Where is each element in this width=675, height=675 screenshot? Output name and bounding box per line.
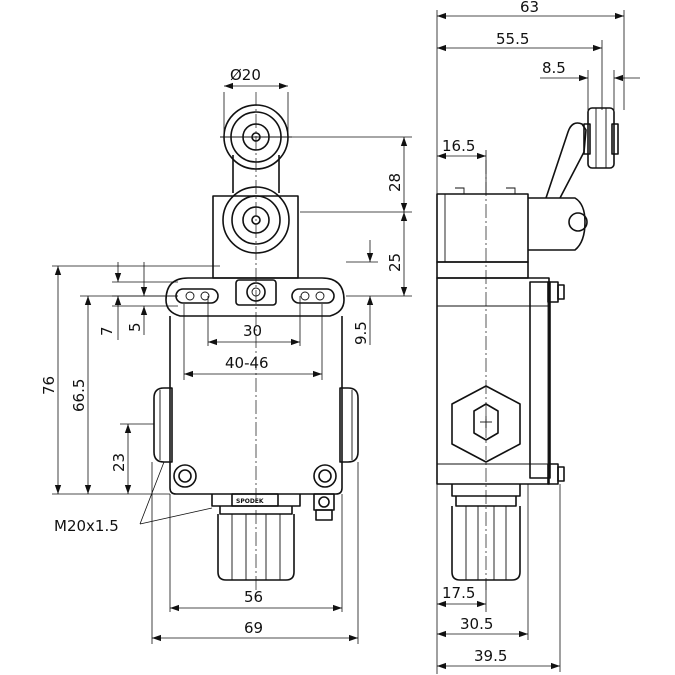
side-hex-gland bbox=[451, 385, 521, 463]
dim-roller-diameter: Ø20 bbox=[230, 66, 261, 84]
side-view bbox=[436, 107, 619, 590]
side-roller bbox=[583, 107, 619, 169]
dim-height-28: 28 bbox=[386, 173, 404, 192]
dim-thread: M20x1.5 bbox=[54, 517, 119, 535]
dim-side-30-5: 30.5 bbox=[460, 615, 493, 633]
dim-side-39-5: 39.5 bbox=[474, 647, 507, 665]
dim-height-5: 5 bbox=[126, 322, 144, 332]
front-dimensions: Ø20 28 25 9.5 7 5 76 66.5 23 bbox=[40, 66, 412, 644]
slot-right bbox=[291, 288, 335, 304]
cover-screw-right bbox=[313, 464, 337, 488]
side-cover bbox=[529, 281, 551, 479]
side-screw-top bbox=[547, 281, 565, 303]
dim-hole-40-46: 40-46 bbox=[225, 354, 269, 372]
slot-left bbox=[175, 288, 219, 304]
side-dimensions: 63 55.5 8.5 16.5 17.5 30.5 39.5 bbox=[436, 0, 640, 674]
side-gland-right bbox=[339, 387, 359, 463]
dim-height-7: 7 bbox=[98, 326, 116, 336]
side-lever bbox=[528, 197, 586, 251]
dim-width-16-5: 16.5 bbox=[442, 137, 475, 155]
lever-arm bbox=[232, 155, 280, 193]
side-gland-left bbox=[153, 387, 173, 463]
cable-gland bbox=[211, 494, 301, 581]
head-pivot bbox=[222, 186, 290, 254]
dim-width-8-5: 8.5 bbox=[542, 59, 566, 77]
ground-screw bbox=[313, 493, 335, 521]
side-body bbox=[436, 277, 550, 485]
flange-screw bbox=[246, 282, 266, 302]
cover-screw-left bbox=[173, 464, 197, 488]
front-view: SPODEK bbox=[153, 92, 359, 590]
side-screw-bottom bbox=[547, 463, 565, 485]
mounting-flange bbox=[165, 277, 345, 317]
dim-height-23: 23 bbox=[110, 453, 128, 472]
dim-base-56: 56 bbox=[244, 588, 263, 606]
dim-height-9-5: 9.5 bbox=[352, 321, 370, 345]
dim-width-55-5: 55.5 bbox=[496, 30, 529, 48]
dim-width-63: 63 bbox=[520, 0, 539, 16]
dim-height-76: 76 bbox=[40, 376, 58, 395]
dim-height-25: 25 bbox=[386, 253, 404, 272]
brand-label: SPODEK bbox=[236, 498, 264, 505]
dim-side-17-5: 17.5 bbox=[442, 584, 475, 602]
side-head bbox=[436, 193, 529, 263]
dim-base-69: 69 bbox=[244, 619, 263, 637]
dim-height-66-5: 66.5 bbox=[70, 379, 88, 412]
dim-hole-30: 30 bbox=[243, 322, 262, 340]
